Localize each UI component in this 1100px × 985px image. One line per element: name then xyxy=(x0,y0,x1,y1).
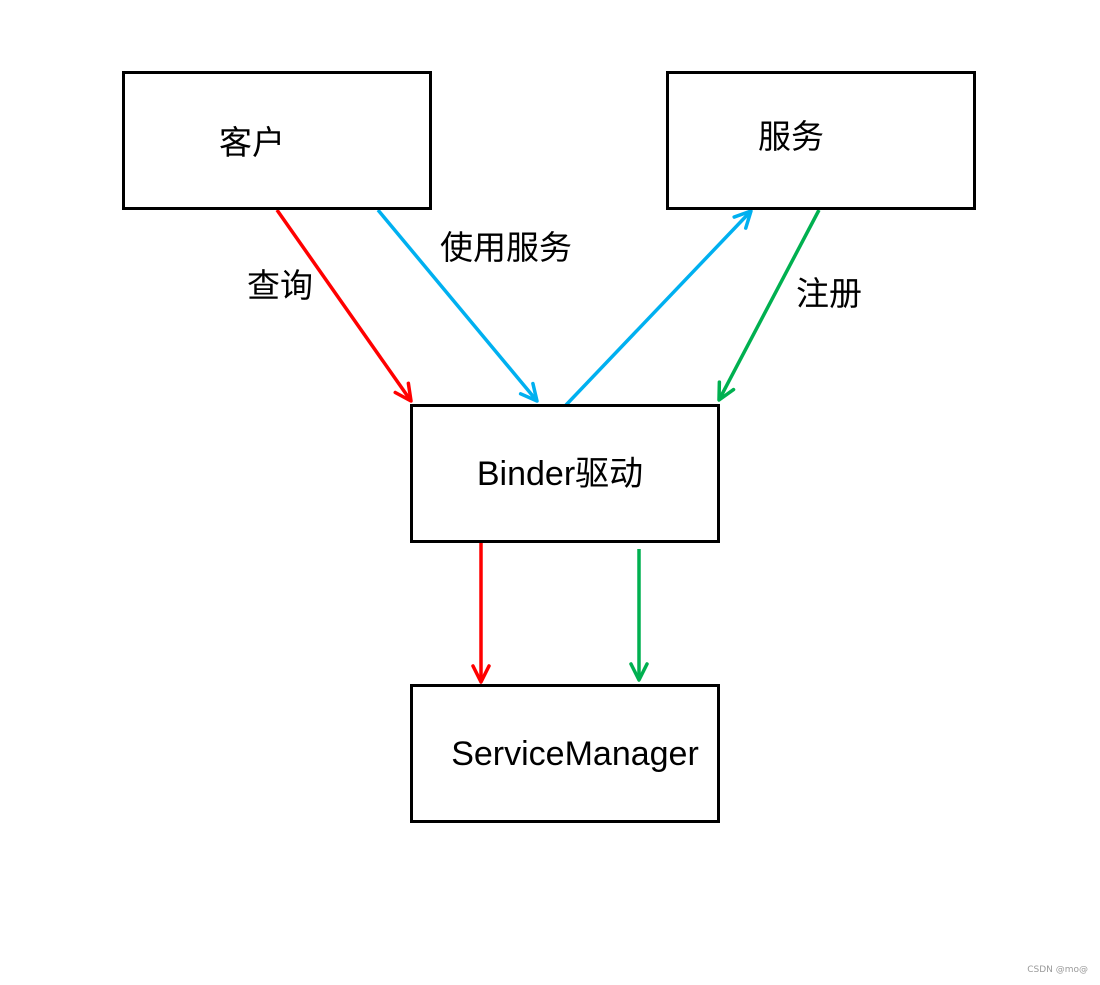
binder-driver-node-label: Binder驱动 xyxy=(476,454,644,493)
client-node: 客户 xyxy=(122,71,432,210)
client-node-label: 客户 xyxy=(219,123,285,162)
register-arrow xyxy=(717,209,821,402)
query-arrow xyxy=(275,208,413,403)
use-service-arrow xyxy=(376,208,539,403)
service-manager-node: ServiceManager xyxy=(410,684,720,823)
register-edge-label: 注册 xyxy=(796,274,862,313)
service-node-label: 服务 xyxy=(758,117,824,156)
query-edge-label: 查询 xyxy=(247,266,313,305)
watermark: CSDN @mo@ xyxy=(1027,965,1088,975)
service-manager-node-label: ServiceManager xyxy=(451,734,699,773)
binder-driver-node: Binder驱动 xyxy=(410,404,720,543)
service-node: 服务 xyxy=(666,71,976,210)
binder-to-service-arrow xyxy=(564,209,753,407)
use-service-edge-label: 使用服务 xyxy=(440,228,572,267)
